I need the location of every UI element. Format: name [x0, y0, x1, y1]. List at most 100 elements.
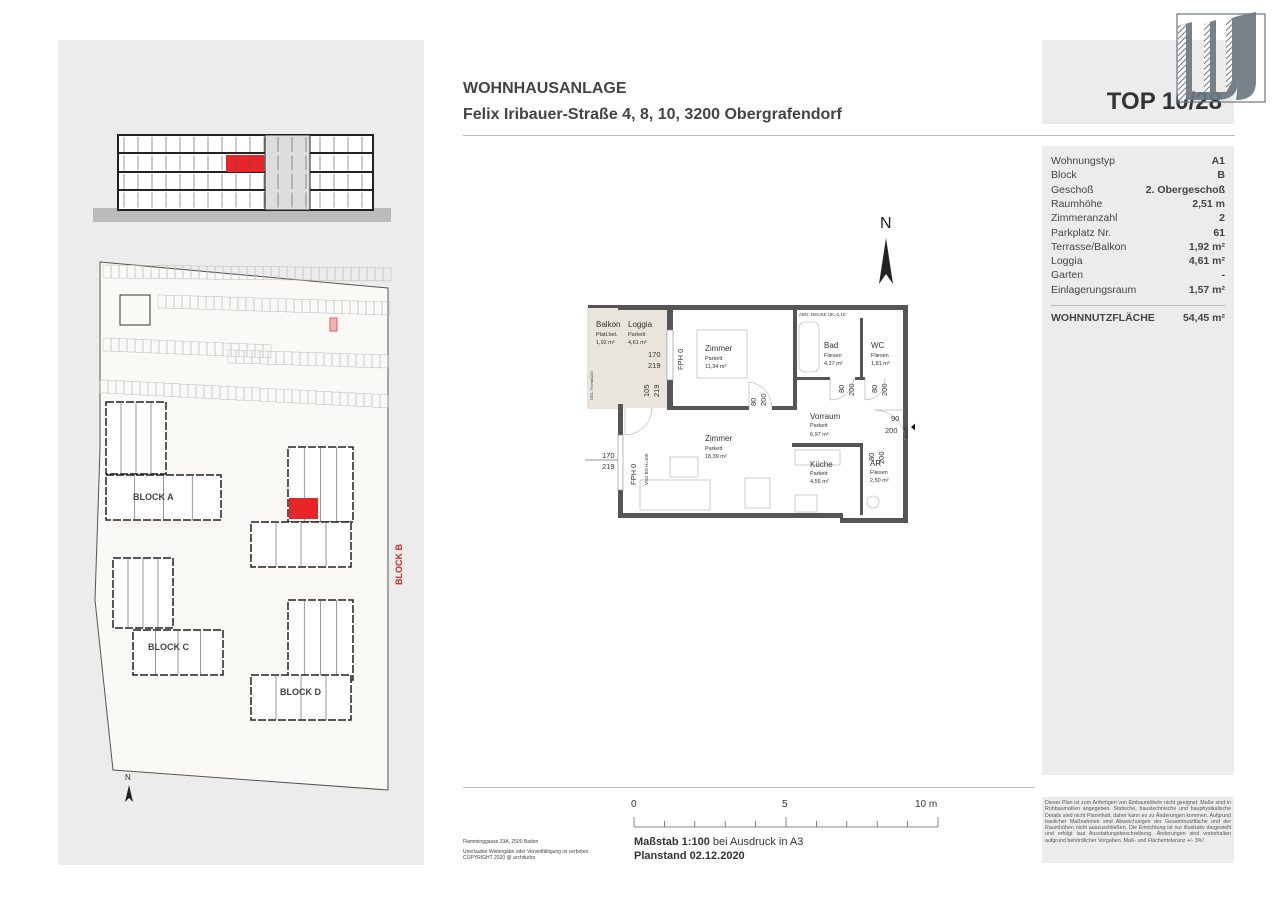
- wall: [618, 305, 908, 310]
- dim-window-width: 170: [602, 451, 615, 460]
- wall: [667, 406, 749, 410]
- disclaimer-text: Dieser Plan ist zum Anfertigen von Einba…: [1045, 800, 1231, 844]
- scale-bar: 0 5 10 m: [631, 799, 939, 828]
- scale-note: Maßstab 1:100 bei Ausdruck in A3: [634, 836, 803, 848]
- info-label: Zimmeranzahl: [1051, 212, 1118, 225]
- disclaimer-box: Dieser Plan ist zum Anfertigen von Einba…: [1042, 797, 1234, 863]
- site-north-arrow-icon: [125, 785, 133, 802]
- room-name: WC: [871, 341, 885, 350]
- wall: [588, 305, 618, 308]
- header-divider: [463, 135, 1235, 136]
- floorplan-north: N: [879, 215, 893, 284]
- copyright-line: Unerlaubte Weitergabe oder Vervielfältig…: [463, 849, 590, 855]
- info-label: Parkplatz Nr.: [1051, 226, 1112, 239]
- railing-note: GEL. H=min100: [589, 371, 594, 400]
- parking-spot: [366, 267, 376, 282]
- room-floor: Platt.bel.: [596, 332, 618, 338]
- wall: [792, 443, 860, 447]
- dim-entry-height: 200: [885, 426, 898, 435]
- info-label: Block: [1051, 169, 1077, 182]
- furniture: [639, 321, 880, 513]
- site-north-label: N: [125, 773, 131, 782]
- glass-note: VSG BS H=100: [644, 453, 649, 485]
- kitchen-counter: [794, 494, 818, 513]
- parking-spot: [318, 267, 328, 281]
- dim-door-width: 80: [749, 398, 758, 406]
- dim-door-width: 80: [867, 453, 876, 461]
- floor-plan: Balkon Platt.bel. 1,92 m² Loggia Parkett…: [585, 305, 915, 523]
- parking-spot: [302, 266, 312, 281]
- dining-table: [744, 477, 771, 509]
- info-value: 2: [1219, 212, 1225, 225]
- entrance-arrow-icon: [911, 423, 915, 431]
- info-row: Block B: [1051, 169, 1225, 183]
- block-a-label: BLOCK A: [133, 492, 174, 502]
- ceiling-note: ABG. DECKE UK=2,10: [799, 312, 846, 317]
- north-arrow-icon: [879, 238, 893, 284]
- window: [666, 329, 674, 381]
- door-swing: [624, 407, 653, 436]
- project-title: WOHNHAUSANLAGE: [463, 80, 627, 97]
- parking-spot: [350, 267, 360, 281]
- unit-highlight: [289, 498, 318, 519]
- info-label: Raumhöhe: [1051, 197, 1103, 210]
- parking-spot: [326, 267, 336, 281]
- info-row: Loggia 4,61 m²: [1051, 255, 1225, 269]
- wall: [618, 513, 843, 518]
- info-value: 1,92 m²: [1188, 240, 1225, 253]
- info-value: 4,61 m²: [1188, 255, 1225, 268]
- washing-machine: [866, 495, 880, 509]
- dim-window-height: 219: [602, 462, 615, 471]
- room-name: Zimmer: [705, 344, 732, 353]
- room-floor: Fliesen: [870, 470, 888, 476]
- room-floor: Fliesen: [824, 353, 842, 359]
- info-value: 61: [1213, 226, 1225, 239]
- room-name: Küche: [810, 460, 833, 469]
- room-area: 11,34 m²: [705, 364, 726, 370]
- scale-label-0: 0: [631, 799, 637, 810]
- elevation-windows: [123, 137, 363, 208]
- elevation-unit-highlight: [226, 155, 264, 172]
- parking-spot: [310, 266, 320, 281]
- footer-divider: [463, 787, 1035, 788]
- info-value: -: [1221, 269, 1226, 282]
- parking-spot: [342, 267, 352, 281]
- info-value: 2. Obergeschoß: [1145, 183, 1225, 196]
- bathtub: [798, 321, 820, 373]
- info-label: Loggia: [1051, 255, 1083, 268]
- info-value: 1,57 m²: [1188, 283, 1225, 296]
- wall: [772, 406, 797, 410]
- door-swings: [624, 377, 906, 441]
- unit-number-box: TOP 10/28: [1042, 40, 1234, 124]
- door-swing: [874, 409, 906, 441]
- room-floor: Parkett: [628, 332, 646, 338]
- room-name: Zimmer: [705, 434, 732, 443]
- parking-spot: [381, 301, 391, 316]
- dim-door-height: 200: [877, 451, 886, 464]
- block-b-label: BLOCK B: [394, 544, 404, 585]
- kitchen-counter: [794, 449, 841, 466]
- info-value: B: [1217, 169, 1225, 182]
- total-label: WOHNNUTZFLÄCHE: [1051, 312, 1155, 324]
- info-row-total: WOHNNUTZFLÄCHE 54,45 m²: [1051, 312, 1225, 326]
- room-name: AR: [870, 459, 881, 468]
- dim-loggia-door-height: 219: [652, 384, 661, 397]
- dim-fph: FPH 0: [629, 464, 638, 485]
- room-name: Vorraum: [810, 412, 841, 421]
- room-floor: Parkett: [705, 446, 723, 452]
- info-row: Parkplatz Nr. 61: [1051, 227, 1225, 241]
- dim-door-width: 80: [870, 385, 879, 393]
- fire-door-note: EI-30: [904, 426, 910, 438]
- wall: [903, 305, 908, 518]
- info-row: Garten-: [1051, 269, 1225, 283]
- wall: [793, 305, 797, 410]
- wall: [795, 377, 830, 380]
- room-area: 18,39 m²: [705, 454, 727, 460]
- door-swing: [748, 381, 773, 409]
- room-area: 4,56 m²: [810, 479, 829, 485]
- room-name: Bad: [824, 341, 838, 350]
- parking-spot: [379, 354, 389, 369]
